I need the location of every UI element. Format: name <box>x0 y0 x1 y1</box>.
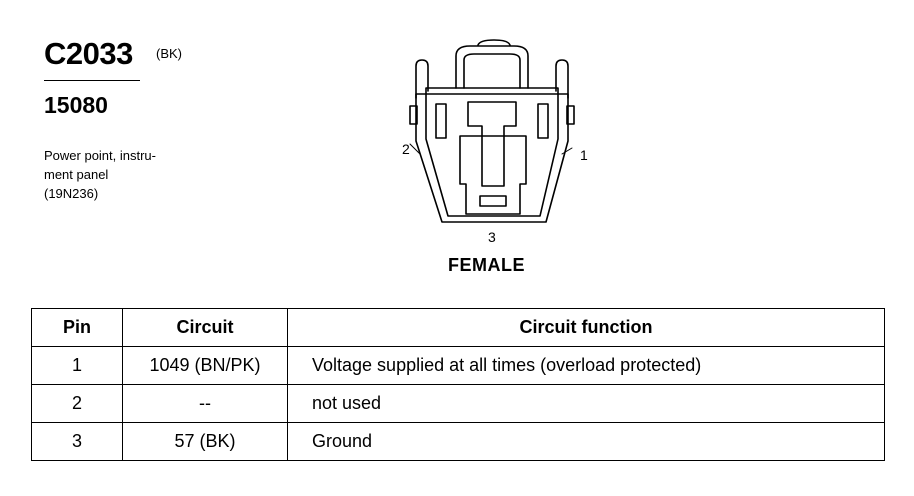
connector-left-post <box>415 59 429 99</box>
circuit-function-cell: Ground <box>287 422 885 461</box>
connector-left-tab <box>409 105 418 125</box>
header-circuit-function: Circuit function <box>287 308 885 347</box>
connector-top-shroud <box>455 45 529 89</box>
pin-2-leader <box>409 143 421 155</box>
description-line: Power point, instru- <box>44 148 156 163</box>
connector-outer-housing <box>415 93 569 223</box>
pin-3-slot <box>479 195 507 207</box>
connector-right-tab <box>566 105 575 125</box>
part-number: 15080 <box>44 92 108 118</box>
circuit-cell: -- <box>122 384 288 423</box>
circuit-cell: 57 (BK) <box>122 422 288 461</box>
pinout-table: Pin Circuit Circuit function 1 1049 (BN/… <box>31 308 885 461</box>
t-terminal <box>467 101 517 187</box>
table-row: 3 57 (BK) Ground <box>31 422 885 461</box>
connector-inner-wall <box>425 87 559 217</box>
title-underline <box>44 80 140 81</box>
description-line: ment panel <box>44 167 109 182</box>
circuit-function-cell: not used <box>287 384 885 423</box>
connector-id: C2033 <box>44 36 133 71</box>
connector-description: Power point, instru- ment panel (19N236) <box>44 146 156 203</box>
pin-cell: 1 <box>31 346 123 385</box>
header-circuit: Circuit <box>122 308 288 347</box>
table-row: 1 1049 (BN/PK) Voltage supplied at all t… <box>31 346 885 385</box>
pin-1-leader <box>561 147 573 155</box>
header-pin: Pin <box>31 308 123 347</box>
connector-top-shroud-inner <box>463 53 521 89</box>
connector-gender: FEMALE <box>448 255 525 275</box>
circuit-function-cell: Voltage supplied at all times (overload … <box>287 346 885 385</box>
pin-cell: 3 <box>31 422 123 461</box>
description-line: (19N236) <box>44 186 99 201</box>
table-row: 2 -- not used <box>31 384 885 423</box>
pin-2-label: 2 <box>402 141 410 157</box>
connector-face-diagram <box>409 39 575 223</box>
connector-cavity <box>459 135 527 215</box>
pin-1-label: 1 <box>580 147 588 163</box>
circuit-cell: 1049 (BN/PK) <box>122 346 288 385</box>
connector-right-post <box>555 59 569 99</box>
pin-1-slot <box>537 103 549 139</box>
connector-color: (BK) <box>156 46 182 61</box>
table-header-row: Pin Circuit Circuit function <box>31 308 885 347</box>
connector-latch <box>477 39 511 46</box>
pin-2-slot <box>435 103 447 139</box>
pin-3-label: 3 <box>488 229 496 245</box>
pin-cell: 2 <box>31 384 123 423</box>
